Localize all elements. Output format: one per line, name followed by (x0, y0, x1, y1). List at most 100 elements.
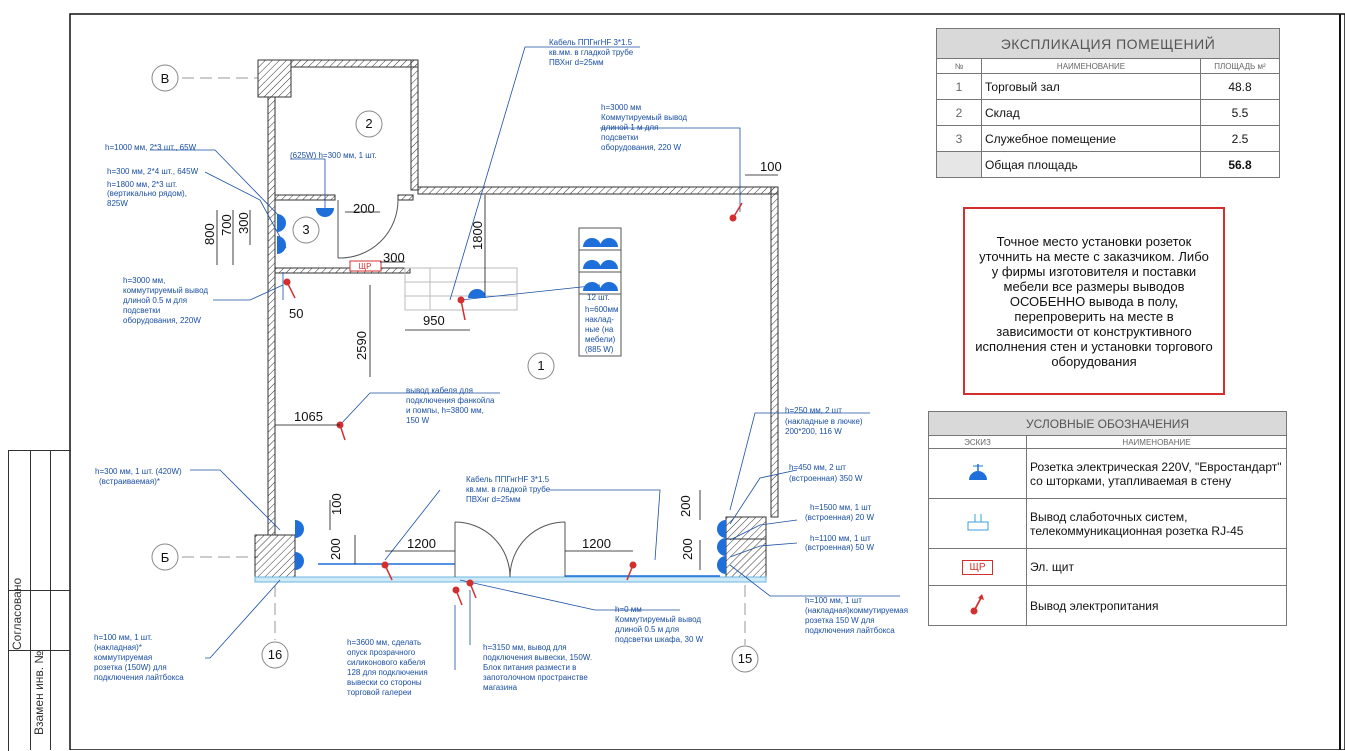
legend-row: Вывод электропитания (928, 585, 1287, 626)
power-outlet-arrow-icon (452, 586, 463, 606)
svg-text:ПВХнг d=25мм: ПВХнг d=25мм (466, 495, 521, 504)
stamp-sidebar: Согласовано Взамен инв. № (0, 0, 71, 751)
svg-text:(накладные в лючке): (накладные в лючке) (785, 417, 863, 426)
socket-icon (468, 289, 486, 298)
panel-icon: ЩР (962, 560, 993, 575)
svg-text:(встраиваемая)*: (встраиваемая)* (99, 477, 160, 486)
socket-icon (277, 214, 286, 232)
legend-row: Вывод слаботочных систем, телекоммуникац… (928, 498, 1287, 549)
power-outlet-arrow-icon (457, 296, 466, 321)
svg-text:запотолочном пространстве: запотолочном пространстве (483, 673, 588, 682)
walls (254, 59, 779, 578)
svg-text:h=3000 мм: h=3000 мм (601, 103, 641, 112)
agreed-label: Согласовано (10, 577, 24, 650)
svg-text:h=300 мм, 1 шт. (420W): h=300 мм, 1 шт. (420W) (95, 467, 182, 476)
power-outlet-arrow-icon (970, 594, 984, 615)
svg-text:15: 15 (738, 651, 752, 666)
socket-icon (295, 520, 304, 538)
replaced-inv-label: Взамен инв. № (32, 650, 46, 735)
svg-text:розетка (150W) для: розетка (150W) для (94, 663, 167, 672)
svg-text:В: В (161, 71, 170, 86)
svg-text:825W: 825W (107, 199, 128, 208)
svg-text:(встроенная) 50 W: (встроенная) 50 W (805, 543, 874, 552)
room-bubble-2: 2 (355, 110, 383, 138)
svg-text:кв.мм. в гладкой трубе: кв.мм. в гладкой трубе (466, 485, 551, 494)
svg-text:длиной 0.5 м для: длиной 0.5 м для (123, 296, 187, 305)
svg-text:подключения вывески, 150W.: подключения вывески, 150W. (483, 653, 592, 662)
svg-text:мебели): мебели) (585, 335, 616, 344)
svg-text:вывески со стороны: вывески со стороны (347, 678, 422, 687)
svg-text:12 шт.: 12 шт. (587, 293, 610, 302)
svg-text:h=600мм: h=600мм (585, 305, 618, 314)
svg-text:Кабель ППГнгНF 3*1.5: Кабель ППГнгНF 3*1.5 (466, 475, 550, 484)
svg-text:200*200, 116 W: 200*200, 116 W (785, 427, 842, 436)
svg-text:150 W: 150 W (406, 416, 430, 425)
installation-notice: Точное место установки розеток уточнить … (963, 207, 1225, 395)
socket-icon (717, 556, 726, 574)
dim-label: 100 (329, 493, 344, 515)
col-area: ПЛОЩАДЬ м² (1200, 58, 1280, 74)
col-name: НАИМЕНОВАНИЕ (1026, 435, 1287, 449)
socket-icon (717, 520, 726, 538)
axis-bubble-b: Б (151, 543, 179, 571)
dim-label: 800 (202, 223, 217, 245)
svg-text:силиконового кабеля: силиконового кабеля (347, 658, 425, 667)
legend-table: УСЛОВНЫЕ ОБОЗНАЧЕНИЯ ЭСКИЗ НАИМЕНОВАНИЕ … (928, 411, 1287, 626)
svg-text:подсветки: подсветки (601, 133, 638, 142)
svg-text:опуск прозрачного: опуск прозрачного (347, 648, 416, 657)
svg-text:(встроенная) 20 W: (встроенная) 20 W (805, 513, 874, 522)
dimension-lines (216, 174, 778, 570)
svg-text:(накладная)*: (накладная)* (94, 643, 142, 652)
dim-label: 950 (423, 313, 445, 328)
svg-text:оборудования, 220W: оборудования, 220W (123, 316, 201, 325)
svg-text:h=450 мм, 2 шт: h=450 мм, 2 шт (789, 463, 846, 472)
socket-icon (968, 464, 987, 480)
socket-icon (295, 552, 304, 570)
dim-label: 300 (383, 250, 405, 265)
storefront-glazing (254, 576, 767, 583)
svg-text:(885 W): (885 W) (585, 345, 614, 354)
dim-label: 100 (760, 159, 782, 174)
col-sketch: ЭСКИЗ (928, 435, 1027, 449)
power-outlet-arrow-icon (381, 561, 393, 581)
col-num: № (936, 58, 982, 74)
svg-text:h=1500 мм, 1 шт: h=1500 мм, 1 шт (810, 503, 872, 512)
socket-icon (583, 260, 601, 269)
table-row: 3 Служебное помещение 2.5 (936, 125, 1280, 152)
sheet-frame (69, 13, 1345, 750)
svg-text:(625W) h=300 мм, 1 шт.: (625W) h=300 мм, 1 шт. (290, 151, 377, 160)
svg-text:коммутируемая: коммутируемая (94, 653, 152, 662)
svg-text:коммутируемый вывод: коммутируемый вывод (123, 286, 208, 295)
col-name: НАИМЕНОВАНИЕ (981, 58, 1201, 74)
svg-text:длиной 1 м для: длиной 1 м для (601, 123, 658, 132)
socket-icon (600, 282, 618, 291)
axis-bubble-15: 15 (731, 645, 759, 673)
svg-text:ные (на: ные (на (585, 325, 614, 334)
notice-text: Точное место установки розеток уточнить … (975, 233, 1213, 369)
power-outlet-arrow-icon (283, 278, 296, 299)
svg-text:h=3600 мм, сделать: h=3600 мм, сделать (347, 638, 421, 647)
entrance-doors (454, 521, 566, 578)
dim-label: 1800 (470, 221, 485, 250)
svg-text:длиной 0.5 м для: длиной 0.5 м для (615, 625, 679, 634)
socket-icon (316, 208, 334, 217)
table-row: 2 Склад 5.5 (936, 99, 1280, 126)
svg-text:подключения фанкойла: подключения фанкойла (406, 396, 495, 405)
socket-icon (583, 238, 601, 247)
socket-icon (600, 238, 618, 247)
dim-label: 700 (219, 214, 234, 236)
socket-icon (583, 282, 601, 291)
sockets (277, 208, 726, 574)
svg-text:h=300 мм, 2*4 шт., 645W: h=300 мм, 2*4 шт., 645W (107, 167, 199, 176)
svg-text:h=0 мм: h=0 мм (615, 605, 642, 614)
dim-label: 1200 (582, 536, 611, 551)
room-bubble-1: 1 (527, 352, 555, 380)
svg-text:Блок питания размести в: Блок питания размести в (483, 663, 576, 672)
svg-text:h=3000 мм,: h=3000 мм, (123, 276, 165, 285)
axis-bubble-v: В (151, 64, 179, 92)
total-value: 56.8 (1200, 151, 1280, 178)
svg-text:h=250 мм, 2 шт: h=250 мм, 2 шт (785, 406, 842, 415)
axis-bubble-16: 16 (261, 641, 289, 669)
svg-text:Кабель ППГнгНF 3*1.5: Кабель ППГнгНF 3*1.5 (549, 38, 633, 47)
svg-text:128 для подключения: 128 для подключения (347, 668, 428, 677)
